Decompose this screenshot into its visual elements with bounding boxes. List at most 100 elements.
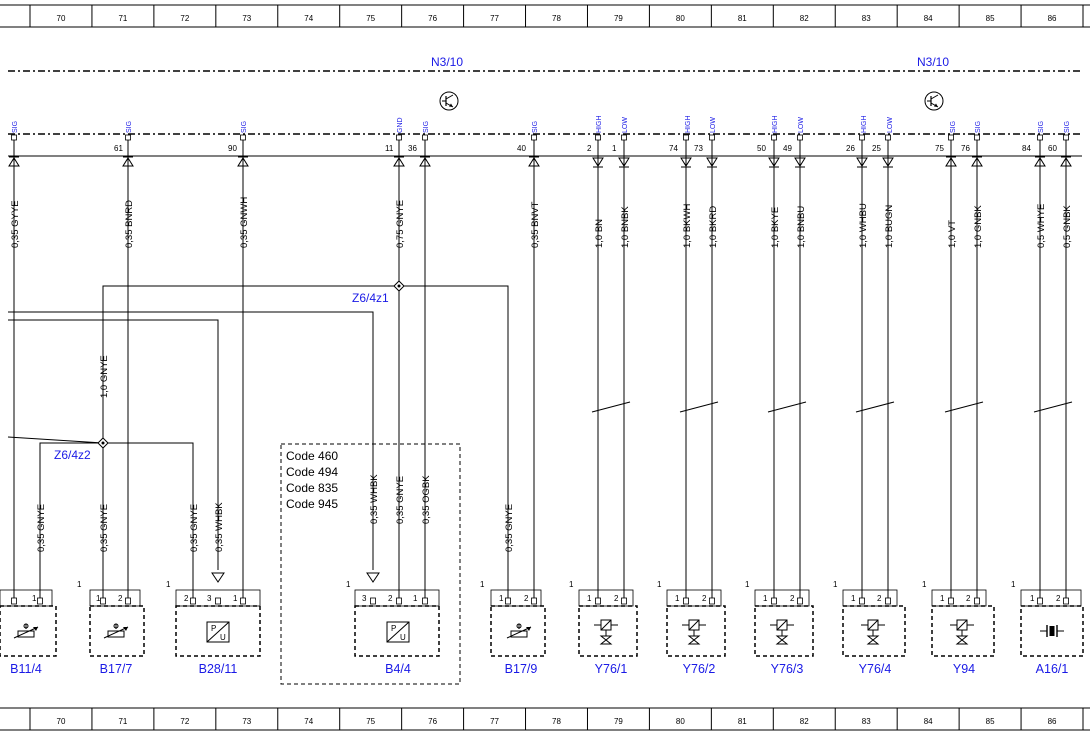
- wire-label: 1,0 GNBK: [973, 205, 984, 248]
- pin-number: 36: [408, 144, 417, 153]
- pin-label: 1: [675, 594, 680, 603]
- corner-pin-label: 1: [833, 580, 838, 589]
- component-pin-icon: [709, 597, 715, 605]
- ruler-number: 84: [924, 717, 933, 726]
- pin-type-label: LOW: [710, 117, 717, 133]
- component-pin-icon: [859, 597, 865, 605]
- connector-pin-icon: [122, 134, 134, 170]
- component-pin-icon: [396, 597, 402, 605]
- wire-label: 0,35 GNYE: [504, 504, 515, 552]
- wire-label: 1,0 BNBU: [796, 206, 807, 248]
- wire-labels: 0,35 GYYE 0,35 BNRD 0,35 GNWH 0,75 GNYE …: [10, 197, 1073, 552]
- corner-pin-label: 1: [745, 580, 750, 589]
- transistor-icon: [439, 91, 459, 111]
- component-b17-7: 1 2 1 B17/7: [77, 580, 145, 676]
- splice-label: Z6/4z1: [352, 291, 389, 305]
- solenoid-valve-icon: [860, 619, 886, 645]
- corner-pin-label: 1: [166, 580, 171, 589]
- component-label: Y94: [953, 662, 975, 676]
- ruler-number: 78: [552, 717, 561, 726]
- wire-label: 0,35 OGBK: [421, 475, 432, 524]
- component-pin-icon: [1063, 597, 1069, 605]
- code-line: Code 494: [286, 465, 338, 479]
- connector-pin-icon: [1060, 134, 1072, 170]
- component-b11-4: 1 B11/4: [0, 589, 57, 676]
- pin-type-label: HIGH: [596, 116, 603, 134]
- pin-label: 2: [877, 594, 882, 603]
- pin-number: 2: [587, 144, 592, 153]
- splice-label: Z6/4z2: [54, 448, 91, 462]
- wire-label: 1,0 BN: [594, 219, 605, 248]
- wire-label: 0,35 GNYE: [36, 504, 47, 552]
- ruler-number: 72: [180, 717, 189, 726]
- connector-pin-icon: [794, 134, 806, 170]
- pin-number: 84: [1022, 144, 1031, 153]
- pin-label: 2: [966, 594, 971, 603]
- pin-type-label: HIGH: [685, 116, 692, 134]
- wire-arrow-icon: [366, 572, 380, 583]
- wire-label: 0,35 WHBK: [369, 474, 380, 524]
- pin-type-label: HIGH: [772, 116, 779, 134]
- corner-pin-label: 1: [922, 580, 927, 589]
- ruler-number: 71: [118, 717, 127, 726]
- connector-pin-icon: [8, 134, 20, 170]
- solenoid-valve-icon: [681, 619, 707, 645]
- ruler-number: 82: [800, 717, 809, 726]
- connector-pin-icon: [971, 134, 983, 170]
- component-y94: 1 2 1 Y94: [922, 580, 995, 676]
- pin-type-label: HIGH: [861, 116, 868, 134]
- ruler-number: 74: [304, 717, 313, 726]
- ruler-number: 86: [1048, 14, 1057, 23]
- pin-label: 2: [388, 594, 393, 603]
- pin-number: 1: [612, 144, 617, 153]
- pin-label: 2: [702, 594, 707, 603]
- pin-label: 2: [614, 594, 619, 603]
- ruler-number: 75: [366, 14, 375, 23]
- component-y76-1: 1 2 1 Y76/1: [569, 580, 638, 676]
- ruler-number: 82: [800, 14, 809, 23]
- corner-pin-label: 1: [569, 580, 574, 589]
- component-pin-icon: [595, 597, 601, 605]
- components: 1 B11/4 1 2 1 B17/7 2 3 1 1 B28/11: [0, 580, 1084, 676]
- pin-number: 40: [517, 144, 526, 153]
- wire-label: 0,75 GNYE: [395, 200, 406, 248]
- wire-label: 1,0 BKWH: [682, 204, 693, 248]
- pin-type-label: SIG: [126, 121, 133, 133]
- component-label: Y76/3: [771, 662, 804, 676]
- component-pin-icon: [948, 597, 954, 605]
- pin-type-label: SIG: [950, 121, 957, 133]
- ruler-number: 73: [242, 717, 251, 726]
- component-pin-icon: [215, 597, 221, 605]
- knock-sensor-icon: [1039, 624, 1065, 638]
- wire-label: 0,35 GYYE: [10, 200, 21, 248]
- component-label: Y76/2: [683, 662, 716, 676]
- pin-label: 1: [413, 594, 418, 603]
- component-pin-icon: [797, 597, 803, 605]
- pin-number: 73: [694, 144, 703, 153]
- connector-pin-icon: [882, 134, 894, 170]
- component-a16-1: 1 2 1 A16/1: [1011, 580, 1084, 676]
- pin-type-label: SIG: [241, 121, 248, 133]
- pin-number: 90: [228, 144, 237, 153]
- pin-label: 3: [207, 594, 212, 603]
- module-label: N3/10: [917, 55, 949, 69]
- pin-label: 1: [233, 594, 238, 603]
- corner-pin-label: 1: [346, 580, 351, 589]
- pin-type-label: LOW: [887, 117, 894, 133]
- pin-type-label: SIG: [1064, 121, 1071, 133]
- code-line: Code 460: [286, 449, 338, 463]
- corner-pin-label: 1: [657, 580, 662, 589]
- wire-label: 0,35 WHBK: [214, 502, 225, 552]
- ruler-number: 80: [676, 14, 685, 23]
- pin-type-label: LOW: [798, 117, 805, 133]
- component-label: Y76/1: [595, 662, 628, 676]
- pin-type-label: SIG: [532, 121, 539, 133]
- connector-pin-icon: [1034, 134, 1046, 170]
- wire-label: 1,0 BKRD: [708, 206, 719, 248]
- wire-arrow-icon: [211, 572, 225, 583]
- pin-type-label: LOW: [622, 117, 629, 133]
- component-pin-icon: [240, 597, 246, 605]
- pin-label: 2: [524, 594, 529, 603]
- pin-number: 26: [846, 144, 855, 153]
